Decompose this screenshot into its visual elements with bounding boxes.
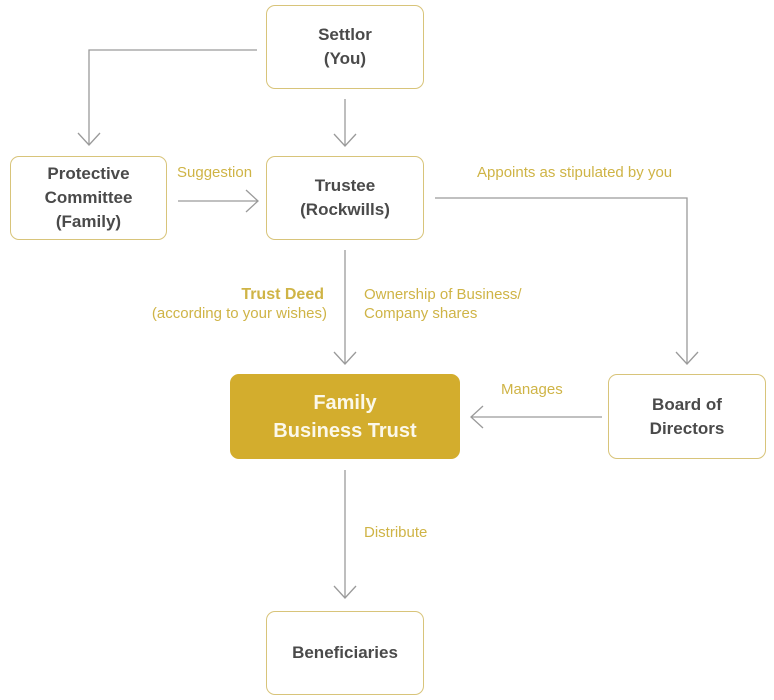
label-manages: Manages (501, 381, 563, 398)
node-trustee-line1: Trustee (314, 176, 376, 195)
node-settlor-line1: Settlor (318, 25, 372, 44)
label-appoints: Appoints as stipulated by you (477, 164, 673, 181)
node-family-trust-line2: Business Trust (273, 419, 417, 442)
arrowhead-protective (77, 132, 101, 146)
node-beneficiaries: Beneficiaries (266, 611, 424, 695)
node-beneficiaries-line1: Beneficiaries (292, 643, 398, 662)
arrowhead-trustee-left (245, 189, 259, 213)
node-protective-line3: (Family) (55, 212, 122, 231)
node-family-business-trust: Family Business Trust (230, 374, 460, 459)
node-settlor-line2: (You) (323, 49, 367, 68)
edge-trustee-to-board (435, 197, 688, 364)
node-board-of-directors: Board of Directors (608, 374, 766, 459)
node-protective-line2: Committee (44, 188, 133, 207)
arrowhead-beneficiaries (333, 585, 357, 599)
node-board-line2: Directors (649, 418, 725, 438)
arrowhead-trustee-top (333, 133, 357, 147)
node-trustee: Trustee (Rockwills) (266, 156, 424, 240)
label-ownership-line1: Ownership of Business/ (364, 286, 522, 303)
label-trust-deed-subtitle: (according to your wishes) (151, 305, 327, 322)
edge-settlor-to-protective (88, 49, 257, 145)
label-ownership-line2: Company shares (364, 305, 478, 322)
node-family-trust-line1: Family (313, 391, 377, 414)
label-trust-deed-title: Trust Deed (241, 286, 324, 303)
node-protective-line1: Protective (47, 164, 130, 183)
node-board-line1: Board of (652, 394, 722, 414)
label-suggestion: Suggestion (177, 164, 253, 181)
node-protective-committee: Protective Committee (Family) (10, 156, 167, 240)
node-settlor: Settlor (You) (266, 5, 424, 89)
arrowhead-family-trust-top (333, 351, 357, 365)
label-distribute: Distribute (364, 524, 428, 541)
arrowhead-board (675, 351, 699, 365)
node-trustee-line2: (Rockwills) (300, 200, 390, 219)
arrowhead-family-trust-right (470, 405, 484, 429)
